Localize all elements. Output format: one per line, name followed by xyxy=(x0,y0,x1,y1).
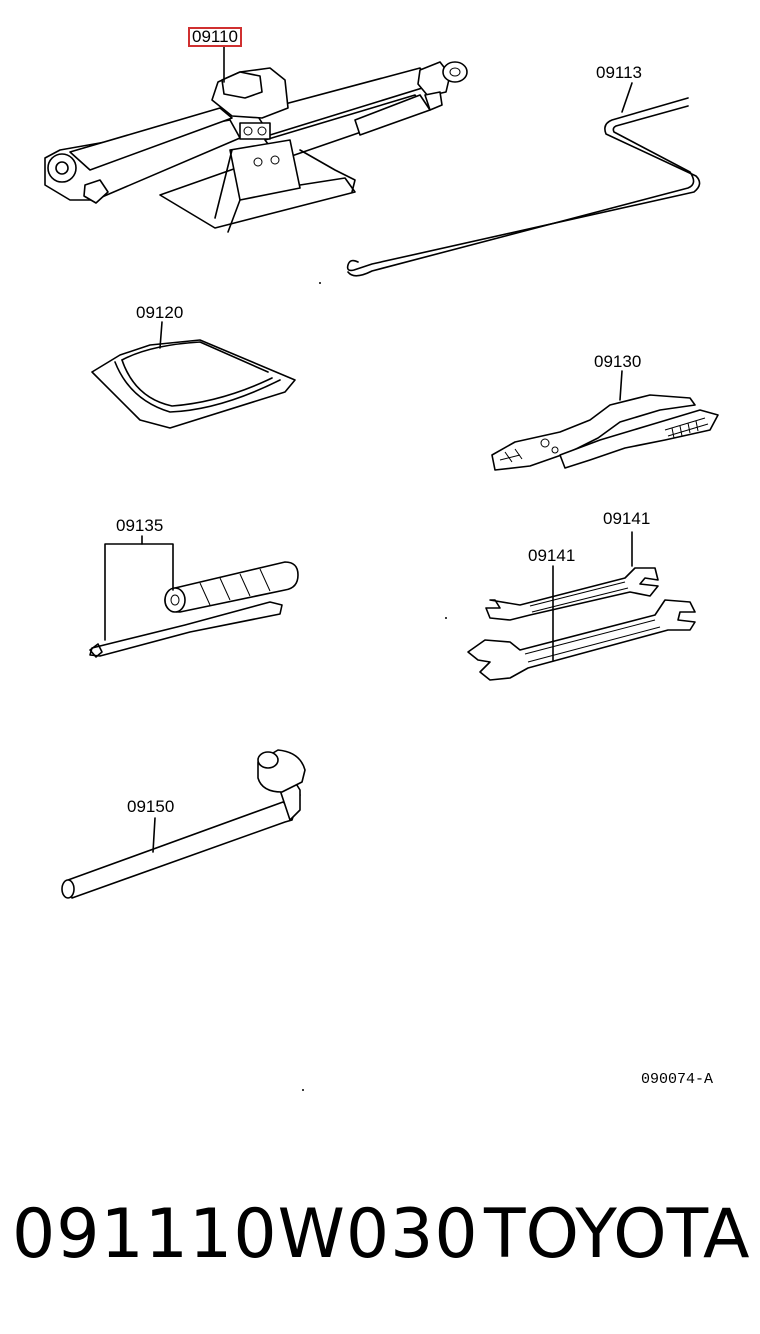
callout-wheel-wrench[interactable]: 09150 xyxy=(127,797,175,816)
callout-tool-bag[interactable]: 09120 xyxy=(136,303,184,322)
drawing-id: 090074-A xyxy=(641,1071,714,1088)
callout-jack-handle[interactable]: 09113 xyxy=(596,63,643,82)
callout-screwdriver[interactable]: 09135 xyxy=(116,516,164,535)
jack-illustration[interactable] xyxy=(44,46,468,233)
callout-wrench-small[interactable]: 09141 xyxy=(603,509,651,528)
screwdriver-illustration[interactable] xyxy=(89,535,299,658)
pliers-illustration[interactable] xyxy=(491,370,719,471)
brand-name: TOYOTA xyxy=(484,1195,750,1274)
jack-handle-illustration[interactable] xyxy=(346,82,701,277)
scan-speck xyxy=(445,617,447,619)
wheel-wrench-illustration[interactable] xyxy=(61,749,306,899)
callout-wrench-large[interactable]: 09141 xyxy=(528,546,576,565)
scan-speck xyxy=(319,282,321,284)
part-number: 091110W030 xyxy=(12,1195,479,1274)
callout-pliers[interactable]: 09130 xyxy=(594,352,642,371)
tool-bag-illustration[interactable] xyxy=(91,321,296,429)
footer: 091110W030 TOYOTA xyxy=(0,1185,760,1285)
callout-jack[interactable]: 09110 xyxy=(188,27,243,47)
scan-speck xyxy=(302,1089,304,1091)
wrench-large-illustration[interactable] xyxy=(467,565,696,681)
wrench-small-illustration[interactable] xyxy=(485,531,659,621)
